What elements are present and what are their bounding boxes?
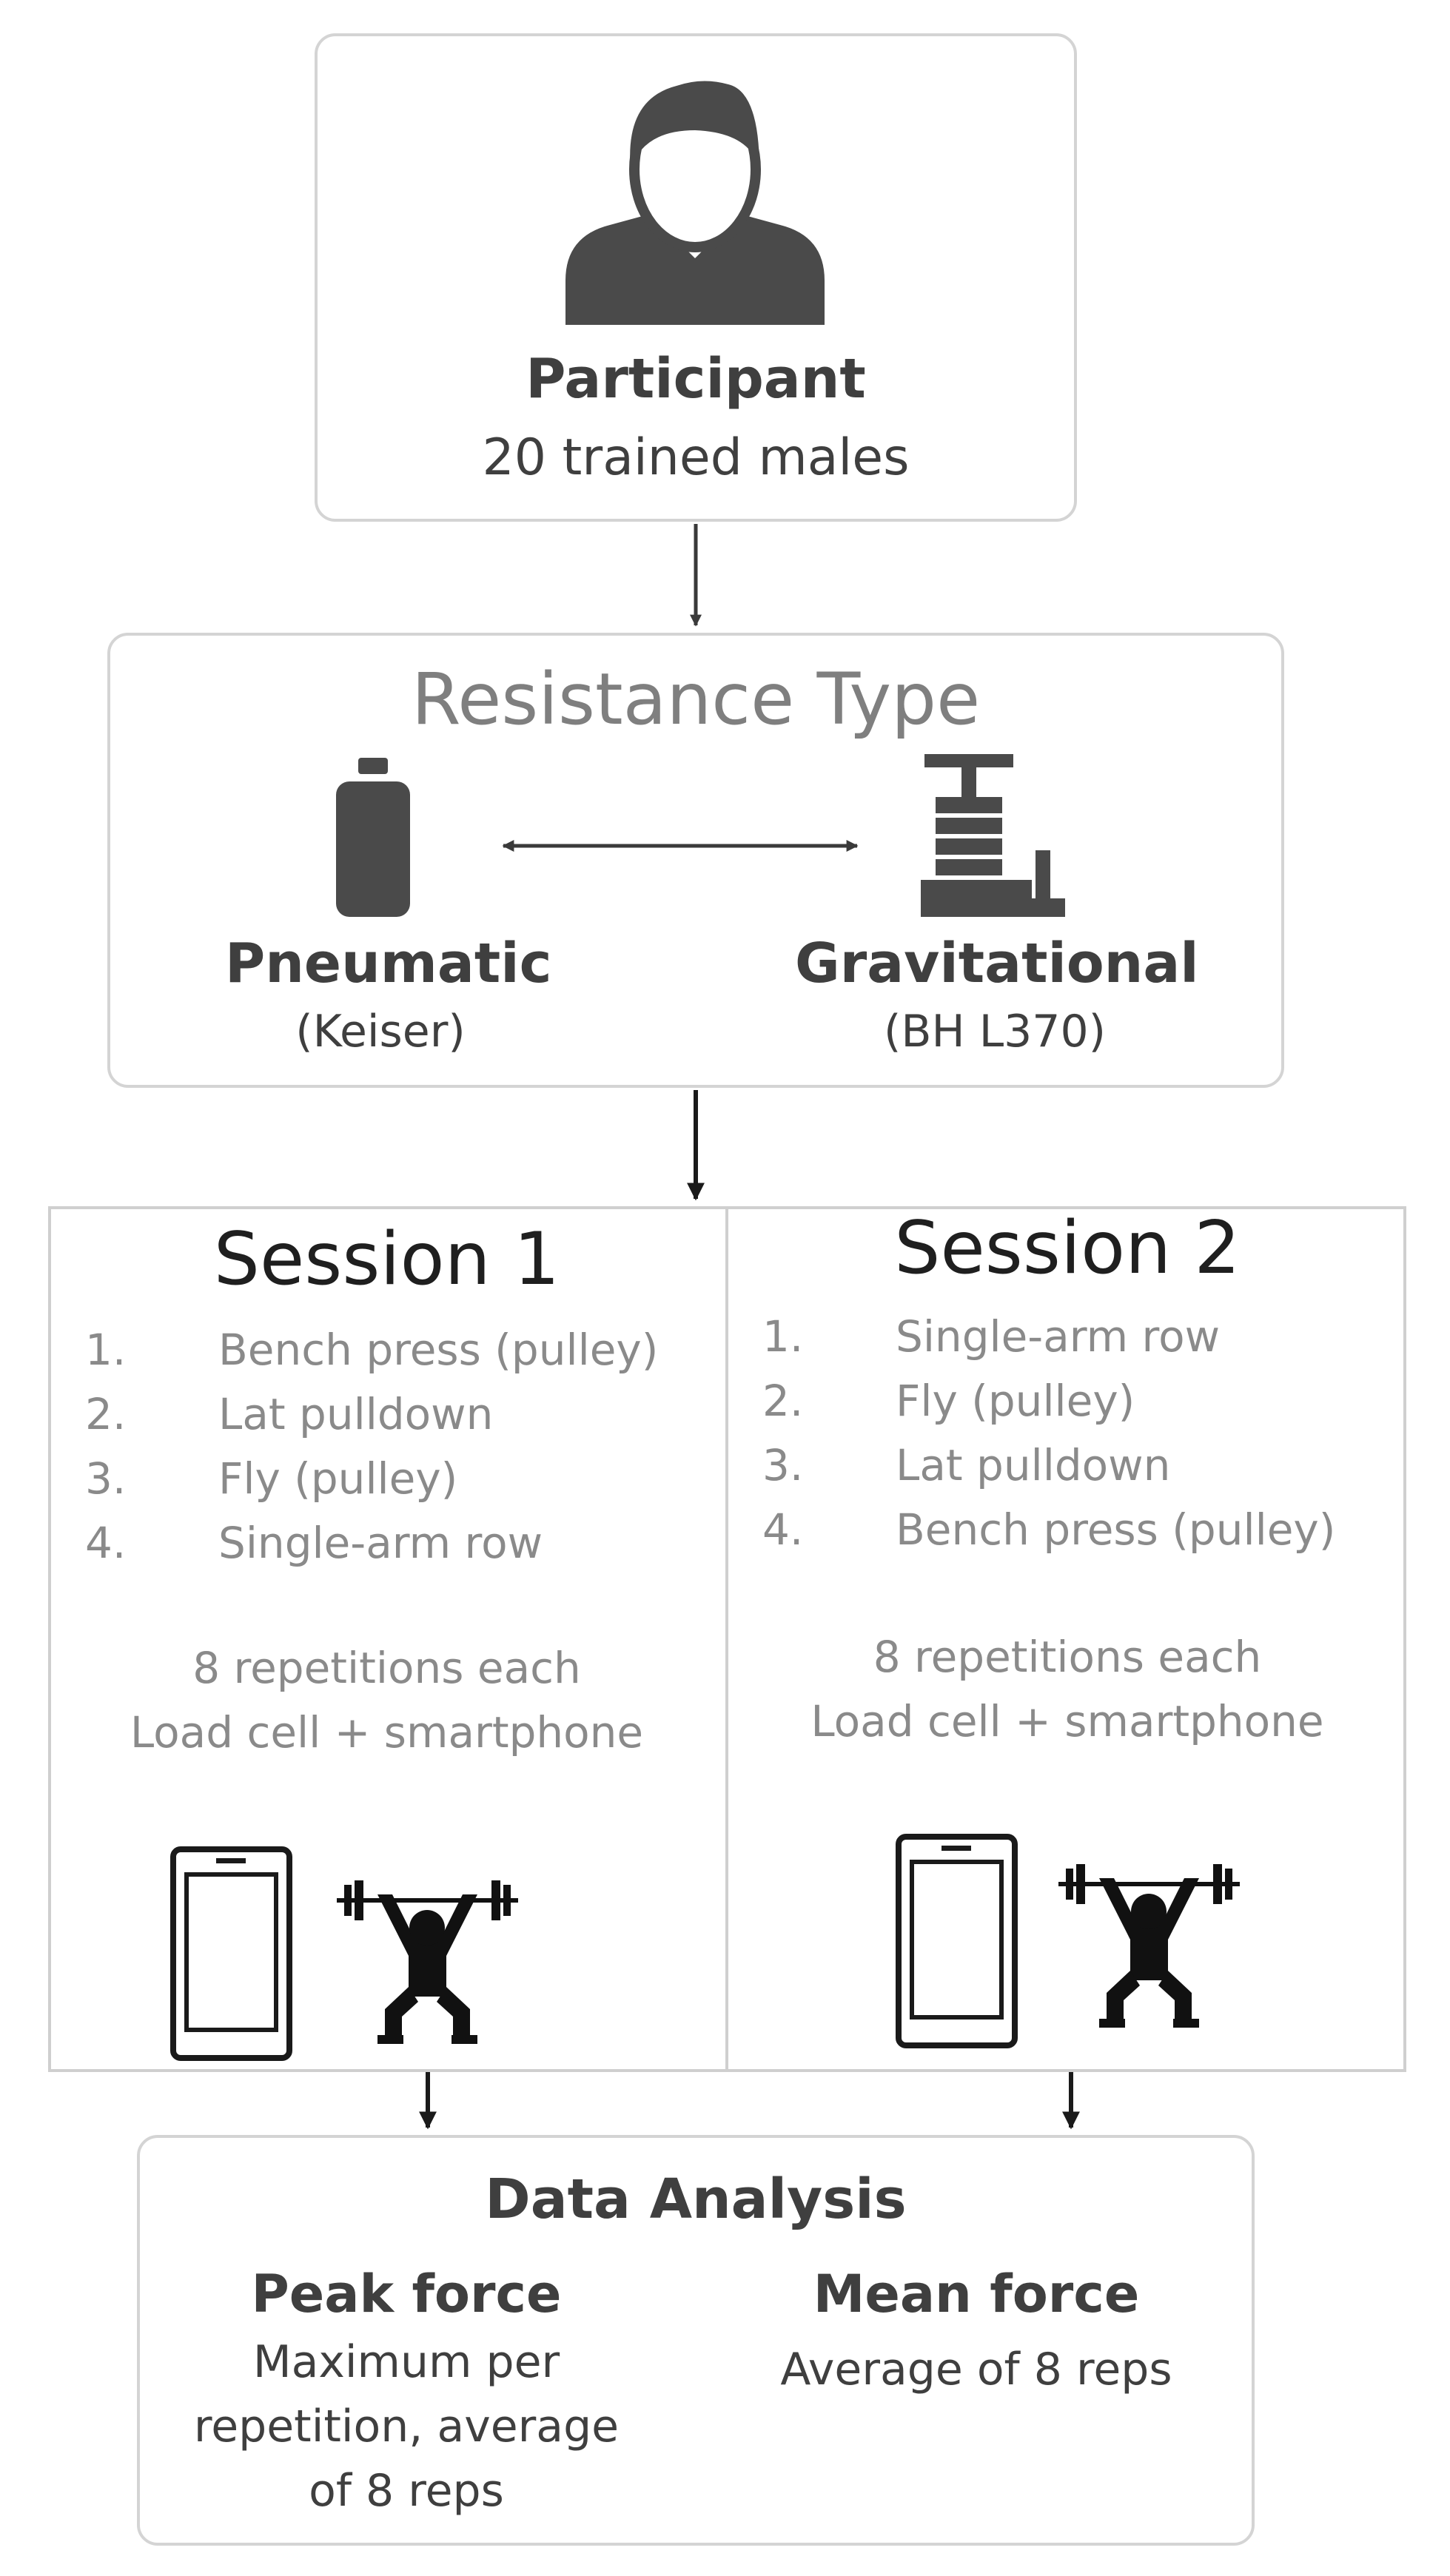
session-2-number-2: 2. — [762, 1376, 804, 1426]
session-1-exercise-3: Fly (pulley) — [218, 1453, 458, 1504]
session-1-exercise-4: Single-arm row — [218, 1518, 543, 1568]
session-2-note-1: 8 repetitions each — [873, 1632, 1262, 1682]
session-2-exercise-2: Fly (pulley) — [896, 1376, 1135, 1426]
weightlifter-icon — [337, 1880, 518, 2044]
peak-force-title: Peak force — [251, 2264, 562, 2324]
data-analysis-title: Data Analysis — [485, 2168, 907, 2231]
session-2-exercise-4: Bench press (pulley) — [896, 1504, 1336, 1555]
sessions-divider — [725, 1208, 728, 2071]
person-icon — [565, 81, 825, 325]
session-1-number-1: 1. — [85, 1325, 127, 1375]
mean-force-title: Mean force — [813, 2264, 1140, 2324]
resistance-type-box: Resistance Type Pneumatic (Keiser) Gravi… — [107, 633, 1284, 1088]
session-1-title: Session 1 — [213, 1217, 560, 1302]
peak-force-line-2: repetition, average — [193, 2401, 620, 2452]
gravitational-sublabel: (BH L370) — [883, 1006, 1107, 1057]
session-2-number-3: 3. — [762, 1440, 804, 1490]
resistance-type-title: Resistance Type — [411, 658, 981, 741]
session-1-exercise-2: Lat pulldown — [218, 1389, 494, 1439]
peak-force-line-1: Maximum per — [252, 2336, 560, 2388]
session-2-title: Session 2 — [894, 1206, 1241, 1291]
session-2-exercise-3: Lat pulldown — [896, 1440, 1171, 1490]
participant-subtitle: 20 trained males — [482, 428, 910, 487]
session-1-exercise-1: Bench press (pulley) — [218, 1325, 659, 1375]
participant-box: Participant 20 trained males — [315, 33, 1077, 522]
weightlifter-icon — [1058, 1864, 1240, 2028]
data-analysis-box: Data Analysis Peak force Maximum per rep… — [137, 2135, 1255, 2546]
session-2-number-1: 1. — [762, 1311, 804, 1362]
session-2-exercise-1: Single-arm row — [896, 1311, 1221, 1362]
session-1-number-3: 3. — [85, 1453, 127, 1504]
pneumatic-sublabel: (Keiser) — [295, 1006, 466, 1057]
weight-stack-icon — [921, 754, 1065, 917]
session-1-number-2: 2. — [85, 1389, 127, 1439]
session-1-number-4: 4. — [85, 1518, 127, 1568]
gas-cylinder-icon — [336, 758, 410, 917]
smartphone-icon — [170, 1846, 292, 2061]
gravitational-label: Gravitational — [795, 932, 1199, 995]
smartphone-icon — [896, 1834, 1018, 2048]
pneumatic-label: Pneumatic — [225, 932, 552, 995]
mean-force-line-1: Average of 8 reps — [780, 2344, 1172, 2395]
session-1-note-1: 8 repetitions each — [192, 1643, 581, 1693]
peak-force-line-3: of 8 reps — [309, 2465, 504, 2517]
session-1-note-2: Load cell + smartphone — [130, 1707, 644, 1758]
session-2-note-2: Load cell + smartphone — [810, 1696, 1324, 1746]
participant-title: Participant — [526, 347, 866, 411]
session-2-number-4: 4. — [762, 1504, 804, 1555]
